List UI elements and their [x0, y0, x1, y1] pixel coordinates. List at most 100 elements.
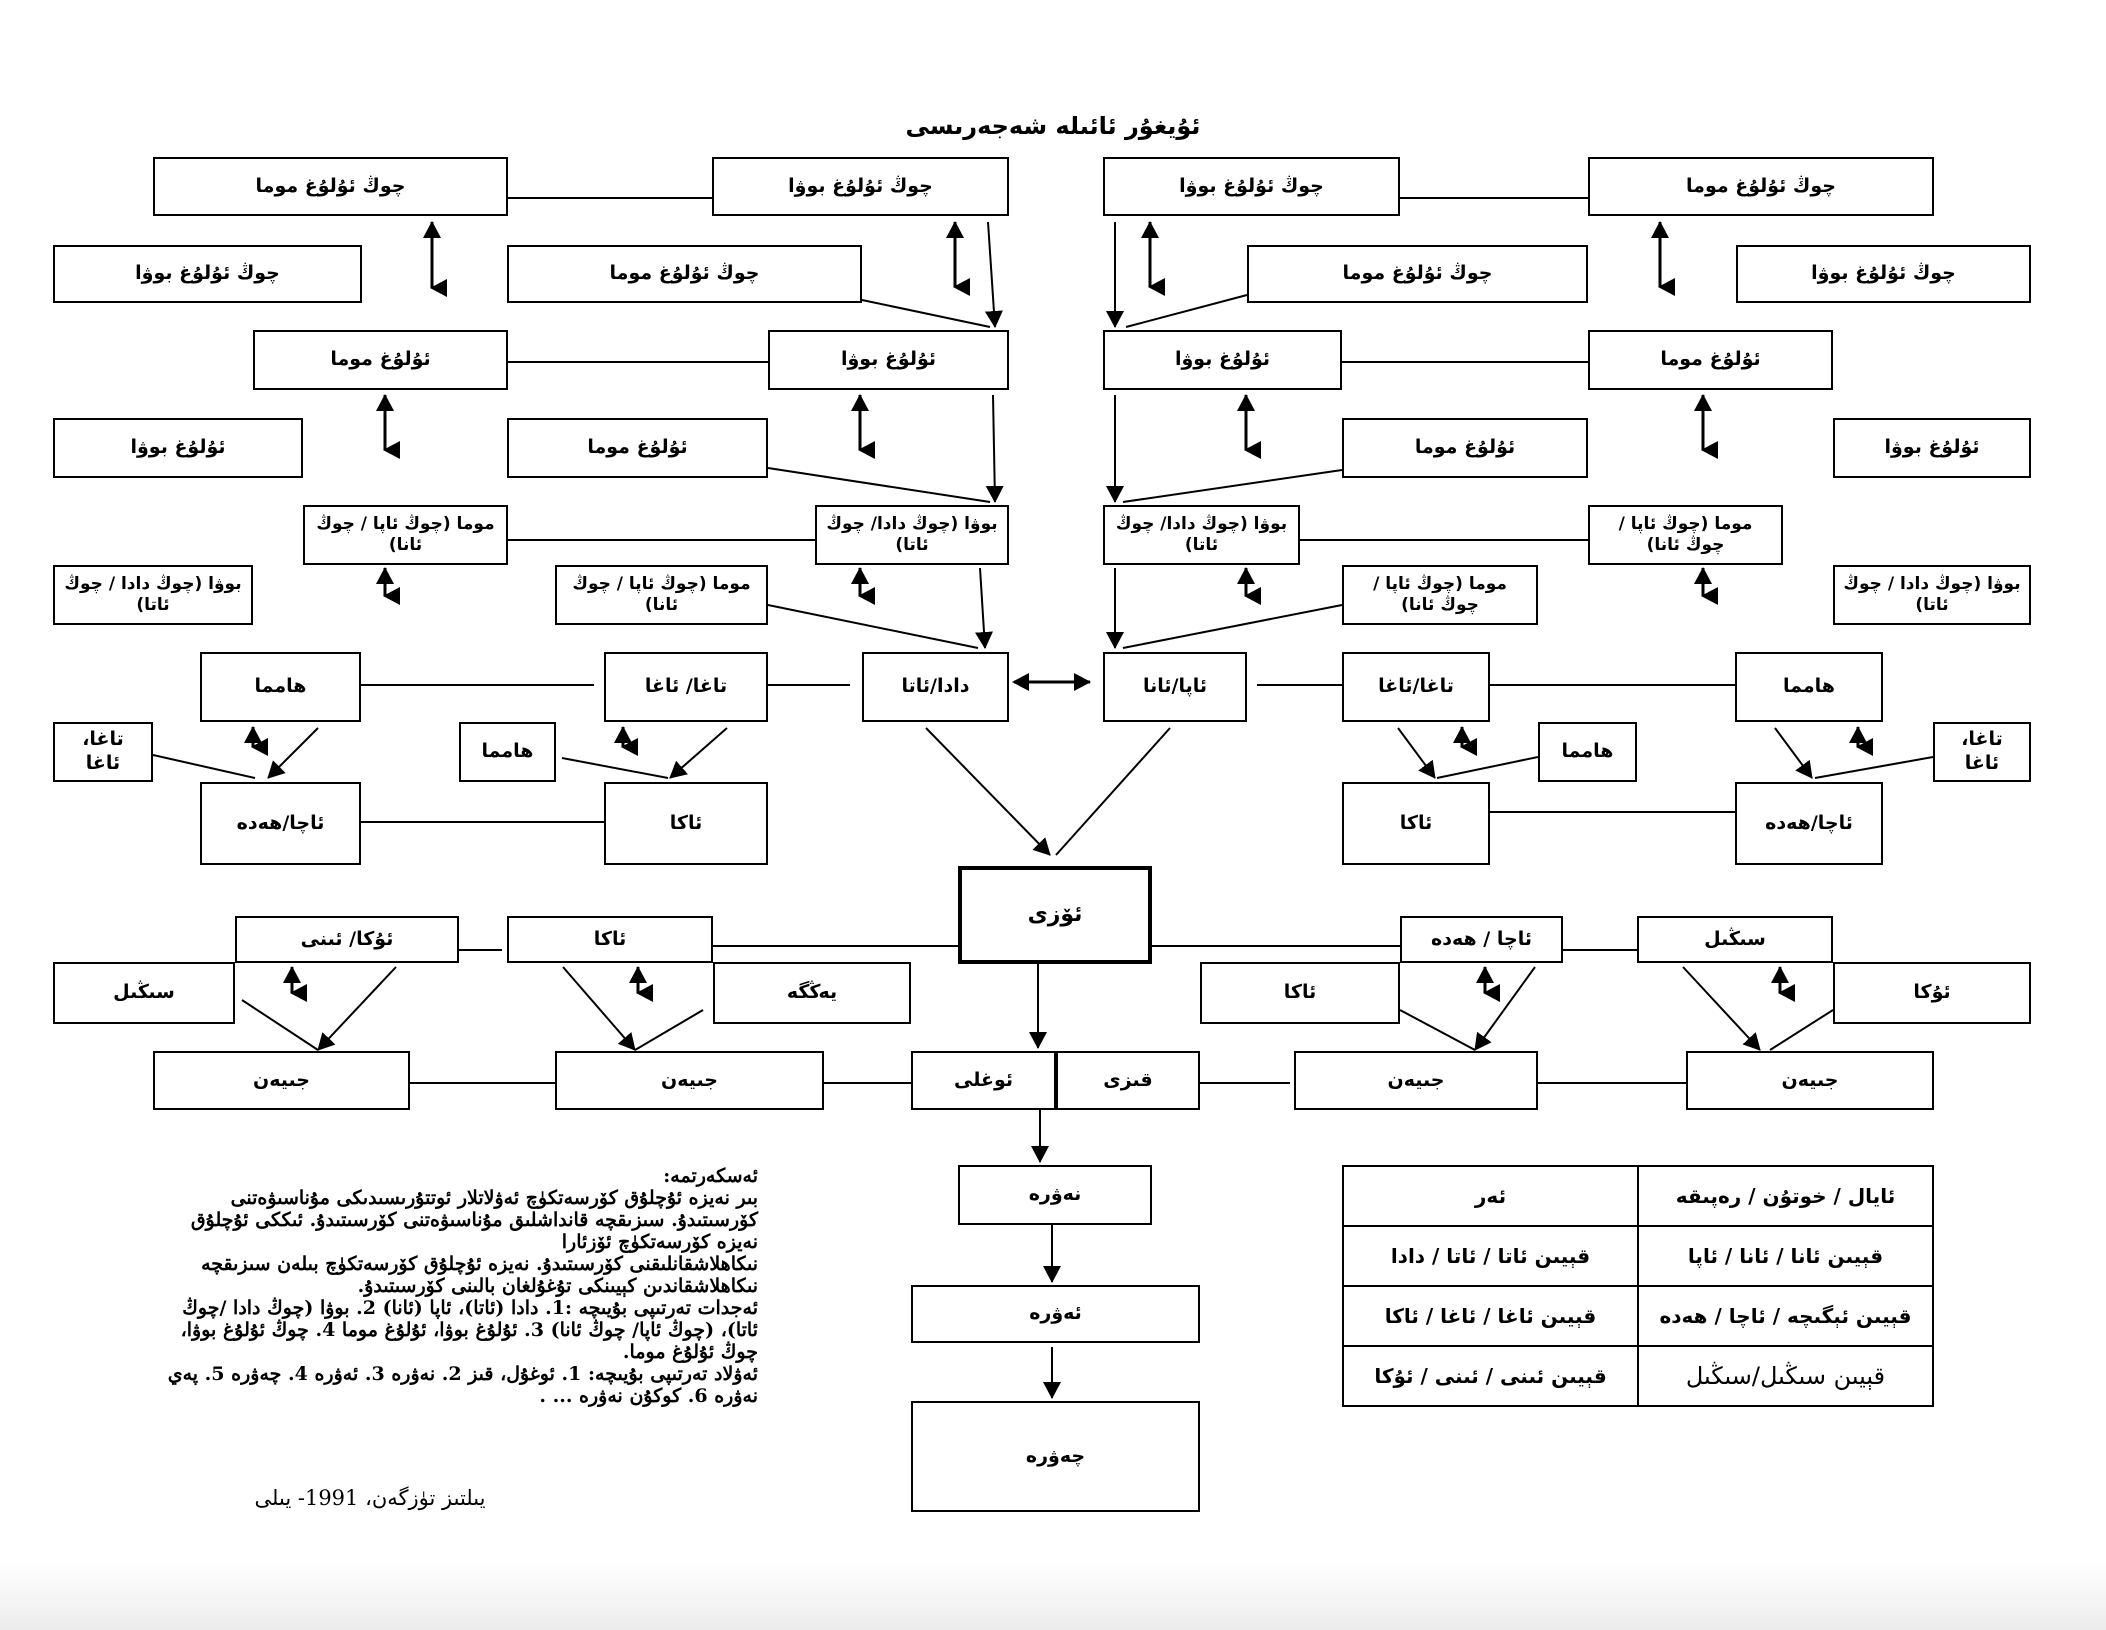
person-label: بوۋا (چوڭ دادا / چوڭ ئاتا) — [64, 573, 242, 615]
person-box-r3-left-moma: ئۇلۇغ موما — [253, 330, 508, 390]
person-box-r3-right-moma: ئۇلۇغ موما — [1588, 330, 1833, 390]
person-label: چوڭ ئۇلۇغ موما — [1686, 174, 1836, 197]
relation-line — [767, 467, 991, 503]
table-row: ئايال / خوتۇن / رەپىقە ئەر — [1342, 1165, 1934, 1227]
relation-line — [1125, 294, 1248, 328]
person-label: ئاچا/هەدە — [236, 811, 325, 834]
table-cell: قېيىن ئانا / ئانا / ئاپا — [1637, 1225, 1934, 1287]
person-box-jiyen-4: جىيەن — [1686, 1051, 1934, 1110]
person-box-r3-left-bova: ئۇلۇغ بوۋا — [768, 330, 1009, 390]
person-label: موما (چوڭ ئاپا / چوڭ ئانا) — [1373, 573, 1507, 615]
person-box-jiyen-1: جىيەن — [153, 1051, 410, 1110]
person-box-left-small-hamma: هامما — [459, 722, 556, 782]
relation-line — [767, 604, 979, 649]
descent-arrow — [1774, 727, 1813, 779]
person-box-jiyen-3: جىيەن — [1294, 1051, 1538, 1110]
person-box-r3-right-bova: ئۇلۇغ بوۋا — [1103, 330, 1342, 390]
person-label: ئاكا — [669, 811, 703, 834]
person-box-sib-acha-hede: ئاچا / هەدە — [1400, 916, 1563, 963]
person-box-right-hamma: هامما — [1735, 652, 1883, 722]
descent-arrow — [1397, 727, 1436, 779]
person-label: ئاكا — [593, 927, 627, 950]
person-label: ئۇلۇغ موما — [1660, 348, 1761, 371]
person-label: هامما — [481, 740, 534, 763]
person-label: تاغا/ ئاغا — [644, 675, 728, 698]
person-label: تاغا، ئاغا — [1961, 728, 2003, 774]
person-label: ئۇلۇغ موما — [330, 348, 431, 371]
person-box-sib-aka: ئاكا — [507, 916, 713, 963]
relation-line — [561, 757, 669, 779]
person-box-r1-left-bova: چوڭ ئۇلۇغ بوۋا — [712, 157, 1009, 216]
person-label: سىڭىل — [1704, 927, 1766, 950]
notes-line: ئەجدات تەرتىپى بۇيىچە :1. دادا (ئاتا)، ئ… — [180, 1297, 758, 1363]
person-box-r2-far-right-bova: چوڭ ئۇلۇغ بوۋا — [1736, 245, 2031, 303]
person-box-r4-far-right-bova: ئۇلۇغ بوۋا — [1833, 418, 2031, 478]
relation-line — [1399, 1009, 1476, 1051]
person-label: موما (چوڭ ئاپا / چوڭ ئانا) — [1618, 513, 1753, 555]
person-box-r4-far-left-bova: ئۇلۇغ بوۋا — [53, 418, 303, 478]
relation-line — [1769, 1009, 1834, 1051]
person-label: چوڭ ئۇلۇغ موما — [609, 262, 760, 285]
person-label: موما (چوڭ ئاپا / چوڭ ئانا) — [316, 513, 495, 555]
relation-line — [1055, 727, 1171, 856]
relation-line — [634, 1009, 704, 1051]
person-box-uka-ini: ئۇكا/ ئىنى — [235, 916, 459, 963]
person-box-r4-mid-right-moma: ئۇلۇغ موما — [1342, 418, 1588, 478]
person-label: ئاچا / هەدە — [1431, 927, 1532, 950]
table-header-cell: ئەر — [1342, 1165, 1639, 1227]
notes-line: نىكاھلاشقانلىقنى كۆرسىتىدۇ. نەيزە ئۇچلۇق… — [201, 1253, 758, 1297]
person-box-father: دادا/ئاتا — [862, 652, 1009, 722]
table-cell: قېيىن سىڭىل/سىڭىل — [1637, 1345, 1934, 1407]
person-label: سىڭىل — [113, 981, 175, 1004]
person-box-oghli: ئوغلى — [911, 1051, 1056, 1110]
person-box-r2-mid-right-moma: چوڭ ئۇلۇغ موما — [1247, 245, 1588, 303]
person-box-r6-mid-left-moma: موما (چوڭ ئاپا / چوڭ ئانا) — [555, 565, 768, 625]
person-box-mother: ئاپا/ئانا — [1103, 652, 1247, 722]
person-box-ewre: ئەۋرە — [911, 1285, 1200, 1343]
person-box-newre: نەۋرە — [958, 1165, 1152, 1225]
person-box-r6-far-left-bova: بوۋا (چوڭ دادا / چوڭ ئاتا) — [53, 565, 253, 625]
relation-line — [861, 299, 991, 328]
person-label: ئۇلۇغ موما — [1414, 436, 1516, 459]
table-cell: قېيىن ئاتا / ئاتا / دادا — [1342, 1225, 1639, 1287]
notes-line: ئەۋلاد تەرتىپى بۇيىچە: 1. ئوغۇل، قىز 2. … — [167, 1363, 758, 1407]
person-label: هامما — [1783, 675, 1835, 698]
person-label: ئوغلى — [954, 1068, 1014, 1091]
person-label: جىيەن — [661, 1068, 718, 1091]
person-box-sib-singil: سىڭىل — [1637, 916, 1833, 963]
person-box-singil-spouse-left: سىڭىل — [53, 962, 235, 1024]
person-label: چوڭ ئۇلۇغ موما — [1342, 262, 1493, 285]
person-label: ئۇلۇغ موما — [587, 436, 688, 459]
person-label: ئاپا/ئانا — [1143, 675, 1208, 698]
person-box-r5-right-bova: بوۋا (چوڭ دادا/ چوڭ ئاتا) — [1103, 505, 1300, 565]
relation-line — [1122, 604, 1343, 649]
person-box-r2-mid-left-moma: چوڭ ئۇلۇغ موما — [507, 245, 862, 303]
kinship-legend-table: ئايال / خوتۇن / رەپىقە ئەر قېيىن ئانا / … — [1342, 1165, 1934, 1407]
person-box-r5-left-moma: موما (چوڭ ئاپا / چوڭ ئانا) — [303, 505, 508, 565]
table-cell: قېيىن ئىنى / ئىنى / ئۇكا — [1342, 1345, 1639, 1407]
person-box-r5-right-moma: موما (چوڭ ئاپا / چوڭ ئانا) — [1588, 505, 1783, 565]
table-header-cell: ئايال / خوتۇن / رەپىقە — [1637, 1165, 1934, 1227]
person-label: موما (چوڭ ئاپا / چوڭ ئانا) — [572, 573, 751, 615]
person-label: هامما — [1561, 740, 1614, 763]
person-label: چوڭ ئۇلۇغ بوۋا — [135, 262, 280, 285]
person-label: ئۆزى — [1027, 902, 1083, 928]
person-label: جىيەن — [253, 1068, 310, 1091]
person-label: چوڭ ئۇلۇغ بوۋا — [1179, 174, 1324, 197]
person-box-r4-mid-left-moma: ئۇلۇغ موما — [507, 418, 768, 478]
notes-heading: ئەسكەرتمە: — [663, 1165, 758, 1187]
person-label: تاغا، ئاغا — [82, 728, 124, 774]
table-cell: قېيىن ئاغا / ئاغا / ئاكا — [1342, 1285, 1639, 1347]
relation-line — [1814, 756, 1934, 779]
person-box-r1-left-moma: چوڭ ئۇلۇغ موما — [153, 157, 508, 216]
person-label: ئۇكا — [1913, 981, 1951, 1004]
person-box-left-tagha: تاغا/ ئاغا — [604, 652, 768, 722]
descent-arrow — [669, 727, 728, 779]
page-title: ئۇيغۇر ئائىلە شەجەرىسى — [905, 112, 1201, 140]
table-row: قېيىن ئانا / ئانا / ئاپا قېيىن ئاتا / ئا… — [1342, 1225, 1934, 1287]
person-label: بوۋا (چوڭ دادا/ چوڭ ئاتا) — [1115, 513, 1288, 555]
person-box-right-small-tagha: تاغا، ئاغا — [1933, 722, 2031, 782]
person-box-left-acha-hede: ئاچا/هەدە — [200, 782, 361, 865]
person-box-left-hamma: هامما — [200, 652, 361, 722]
